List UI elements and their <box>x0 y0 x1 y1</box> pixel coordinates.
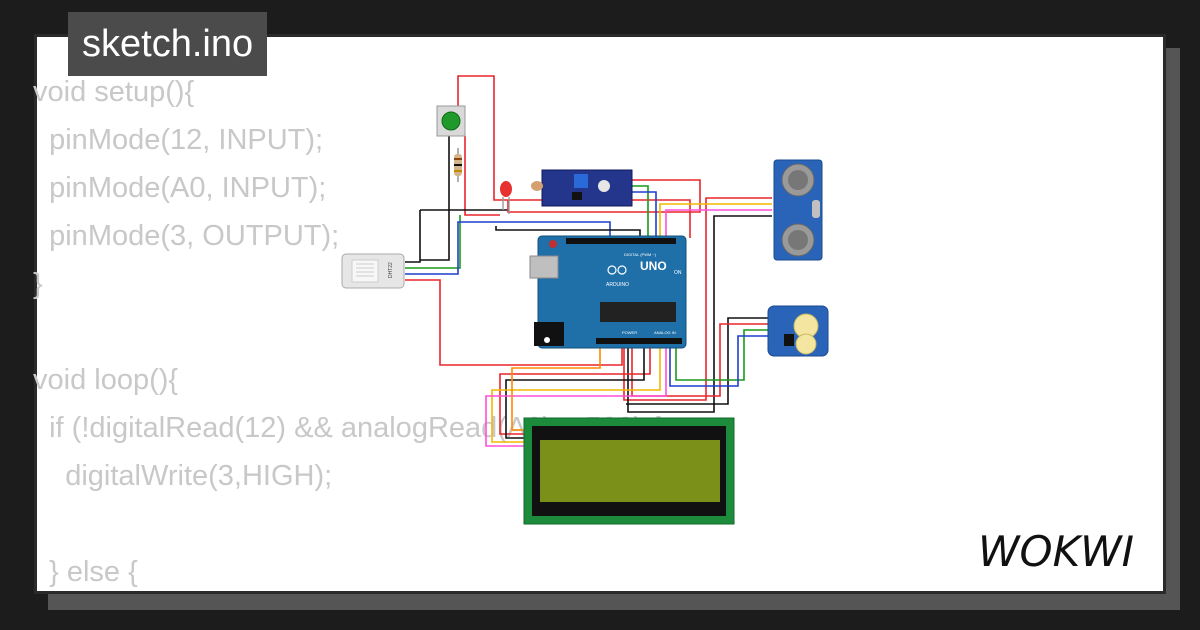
wire-blue <box>632 191 657 238</box>
wire-pink <box>485 345 667 447</box>
wokwi-logo: WOKWI <box>978 527 1134 576</box>
code-line: void setup(){ <box>33 76 195 108</box>
wire-red <box>631 323 772 397</box>
wire-yellow <box>491 345 661 443</box>
arduino-analog-label: ANALOG IN <box>654 330 676 335</box>
wire-red <box>507 179 701 213</box>
wire-red <box>457 75 691 238</box>
logo-text: WOKWI <box>978 527 1134 576</box>
wire-green <box>675 329 772 381</box>
arduino-uno: UNO ARDUINO DIGITAL (PWM ~) POWER ANALOG… <box>529 235 687 349</box>
wire-red <box>623 197 772 401</box>
code-line: } else { <box>33 556 138 588</box>
arduino-power-label: POWER <box>622 330 637 335</box>
rtc-module <box>767 305 829 357</box>
arduino-name: ARDUINO <box>606 282 629 288</box>
wire-blue <box>669 335 772 387</box>
code-line: pinMode(3, OUTPUT); <box>33 220 340 252</box>
ldr-module <box>531 169 633 207</box>
arduino-digital-label: DIGITAL (PWM ~) <box>624 252 657 257</box>
wire-black <box>505 345 645 439</box>
wire-red <box>405 279 623 366</box>
wire-orange <box>511 345 601 431</box>
arduino-brand: UNO <box>640 259 667 273</box>
wire-pink <box>665 209 772 238</box>
wire-black <box>495 226 641 238</box>
file-tab[interactable]: sketch.ino <box>68 12 268 76</box>
red-led <box>500 181 512 214</box>
lcd-display <box>523 417 735 525</box>
wire-black <box>626 317 772 405</box>
dht22-sensor: DHT22 <box>341 253 405 289</box>
wires <box>405 75 772 447</box>
wire-blue <box>405 221 611 275</box>
wire-black <box>420 136 450 261</box>
wire-black <box>405 210 421 263</box>
code-line: void loop(){ <box>33 364 179 396</box>
wire-red <box>464 136 500 216</box>
code-line: } <box>33 268 43 300</box>
wire-yellow <box>659 203 772 238</box>
wire-red <box>499 345 651 435</box>
arduino-on-label: ON <box>674 270 682 276</box>
code-line: pinMode(12, INPUT); <box>33 124 324 156</box>
dht-label: DHT22 <box>388 262 394 278</box>
pushbutton <box>436 105 466 137</box>
code-line: digitalWrite(3,HIGH); <box>33 460 333 492</box>
resistor <box>454 148 462 182</box>
wire-green <box>632 185 649 238</box>
wire-green <box>405 215 461 269</box>
code-line: pinMode(A0, INPUT); <box>33 172 327 204</box>
ultrasonic-sensor <box>773 159 823 261</box>
arduino-logo-icon <box>607 265 627 275</box>
code-background: void setup(){ pinMode(12, INPUT); pinMod… <box>33 68 661 596</box>
